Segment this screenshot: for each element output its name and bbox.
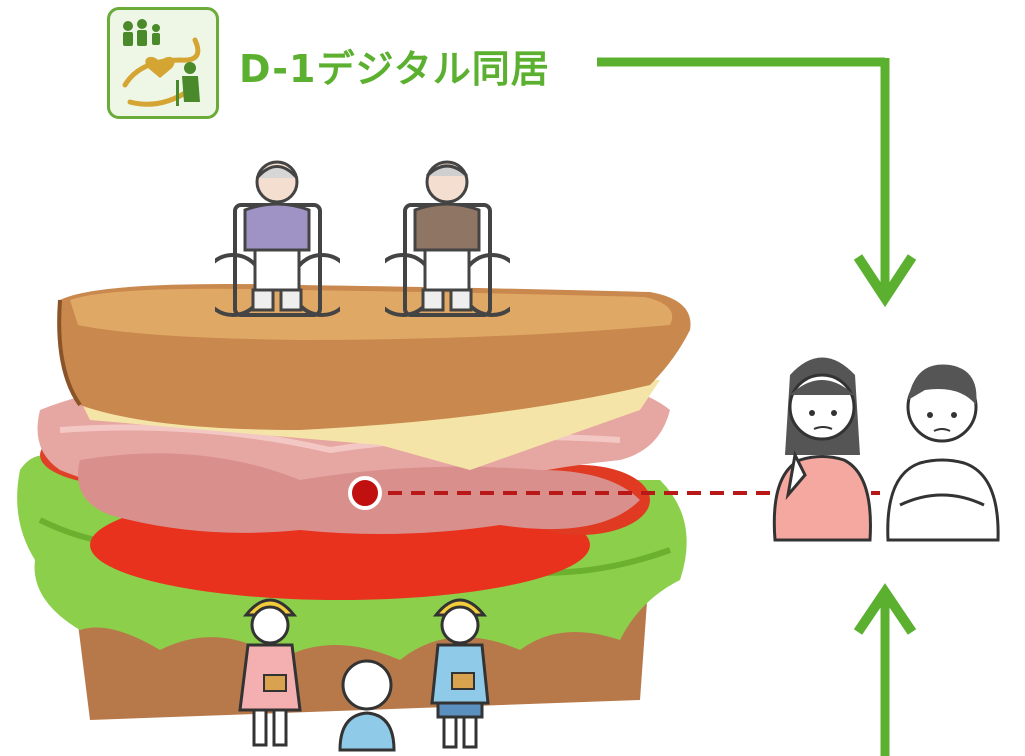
worried-father-icon [886, 364, 1000, 542]
baby-icon [338, 659, 396, 752]
up-arrow-icon [853, 583, 917, 635]
page-title: D-1デジタル同居 [239, 47, 550, 91]
marker-dot [348, 476, 382, 510]
grandmother-wheelchair-icon [215, 160, 340, 317]
down-arrow-icon [853, 254, 917, 308]
schoolgirl-icon [238, 598, 302, 747]
schoolboy-icon [430, 598, 490, 749]
worried-mother-icon [772, 357, 872, 542]
family-heart-icon [107, 7, 219, 119]
grandfather-wheelchair-icon [385, 160, 510, 317]
